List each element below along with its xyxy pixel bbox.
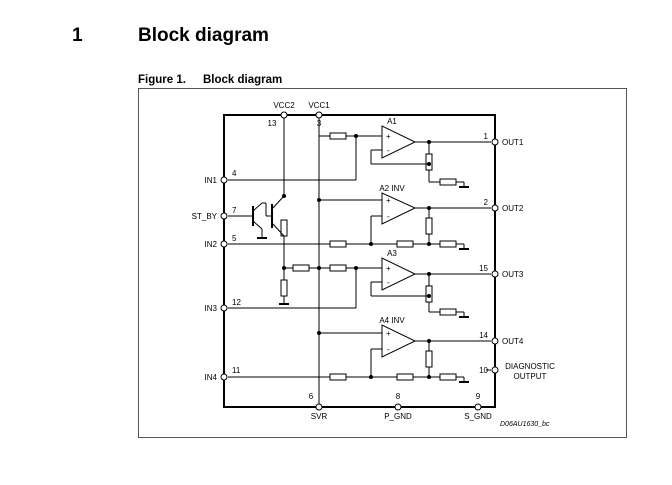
amplifier-a3 — [381, 257, 417, 291]
resistor — [439, 178, 457, 186]
resistor — [439, 373, 457, 381]
amp-label-a2-inv: A2 INV — [379, 184, 405, 193]
pin-name-out4: OUT4 — [502, 337, 524, 346]
figure-frame — [138, 88, 627, 438]
pin-markers — [220, 111, 499, 411]
resistor — [425, 217, 433, 235]
pin-name-diagnostic-output: OUTPUT — [514, 372, 547, 381]
resistor — [329, 132, 347, 140]
amp-label-a1: A1 — [387, 117, 397, 126]
pin-name-st-by: ST_BY — [192, 212, 218, 221]
amp-label-a3: A3 — [387, 249, 397, 258]
section-title: Block diagram — [138, 25, 269, 46]
pin-number-1: 1 — [484, 132, 489, 141]
pin-number-13: 13 — [268, 119, 277, 128]
pin-number-14: 14 — [479, 331, 488, 340]
plus-sign: + — [386, 132, 391, 141]
section-number: 1 — [72, 25, 83, 46]
minus-sign: - — [387, 278, 390, 287]
pin-name-p-gnd: P_GND — [384, 412, 412, 421]
pin-name-out2: OUT2 — [502, 204, 524, 213]
figure-title: Block diagram — [203, 74, 283, 86]
pin-name-vcc2: VCC2 — [273, 101, 295, 110]
amplifier-a1 — [381, 125, 417, 159]
pin-number-9: 9 — [476, 392, 481, 401]
ic-outline — [223, 114, 496, 408]
pin-name-vcc1: VCC1 — [308, 101, 330, 110]
minus-sign: - — [387, 146, 390, 155]
plus-sign: + — [386, 264, 391, 273]
pin-number-10: 10 — [479, 366, 488, 375]
resistor — [292, 264, 310, 272]
pin-name-in4: IN4 — [205, 373, 218, 382]
pin-name-s-gnd: S_GND — [464, 412, 492, 421]
pin-number-3: 3 — [317, 119, 322, 128]
pin-name-diagnostic: DIAGNOSTIC — [505, 362, 555, 371]
pin-number-2: 2 — [484, 198, 489, 207]
amp-label-a4-inv: A4 INV — [379, 316, 405, 325]
resistor — [280, 279, 288, 297]
junction-dots — [282, 134, 431, 379]
pin-name-svr: SVR — [311, 412, 328, 421]
pin-name-in1: IN1 — [205, 176, 218, 185]
resistor — [329, 240, 347, 248]
pin-name-out1: OUT1 — [502, 138, 524, 147]
resistor — [396, 240, 414, 248]
resistor — [439, 240, 457, 248]
pin-name-in2: IN2 — [205, 240, 218, 249]
pin-number-12: 12 — [232, 298, 241, 307]
pin-number-8: 8 — [396, 392, 401, 401]
resistor — [329, 373, 347, 381]
resistor — [439, 308, 457, 316]
plus-sign: + — [386, 329, 391, 338]
minus-sign: - — [387, 345, 390, 354]
pin-number-7: 7 — [232, 206, 237, 215]
pin-number-11: 11 — [232, 366, 241, 375]
pin-name-out3: OUT3 — [502, 270, 524, 279]
plus-sign: + — [386, 196, 391, 205]
pin-name-in3: IN3 — [205, 304, 218, 313]
amplifier-a4 — [381, 324, 417, 358]
resistor — [425, 350, 433, 368]
figure-reference-code: D06AU1630_bc — [500, 421, 550, 428]
resistor — [329, 264, 347, 272]
minus-sign: - — [387, 212, 390, 221]
resistor — [396, 373, 414, 381]
amplifier-a2 — [381, 192, 417, 225]
pin-number-4: 4 — [232, 169, 237, 178]
figure-number: Figure 1. — [138, 74, 186, 86]
pin-number-6: 6 — [309, 392, 314, 401]
pin-number-5: 5 — [232, 234, 237, 243]
pin-number-15: 15 — [479, 264, 488, 273]
